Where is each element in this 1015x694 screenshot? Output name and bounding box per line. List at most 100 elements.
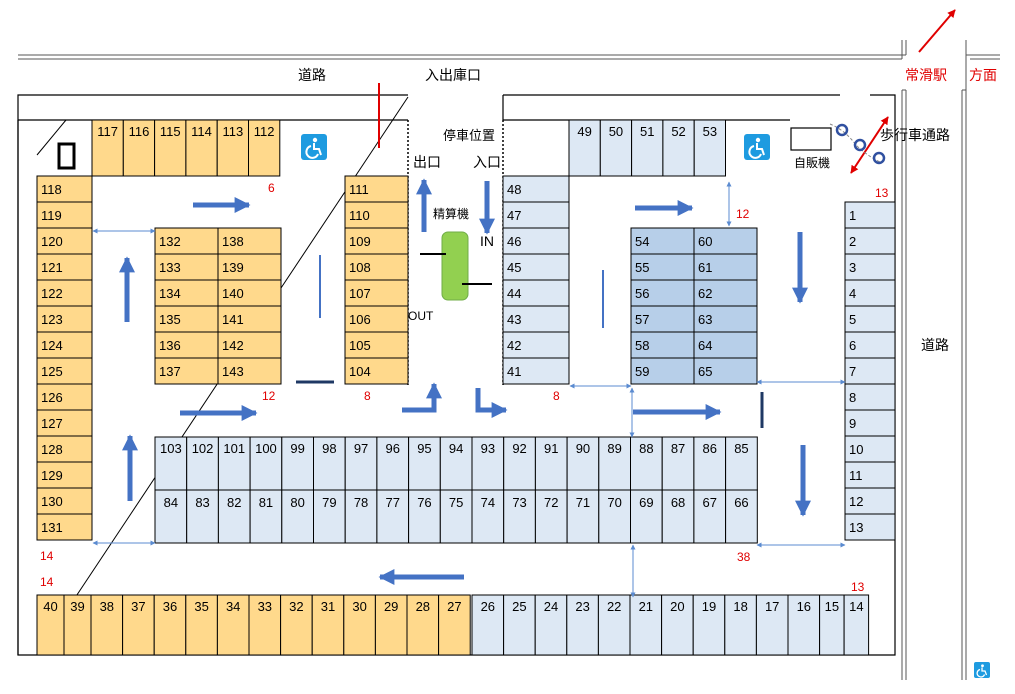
- parking-space-number: 63: [698, 312, 712, 327]
- parking-space-number: 11: [849, 468, 863, 483]
- parking-space-box: [154, 119, 187, 177]
- parking-space-box: [630, 436, 663, 491]
- parking-space: 48: [502, 175, 570, 203]
- parking-space-number: 118: [41, 182, 62, 197]
- parking-space-number: 104: [349, 364, 371, 379]
- parking-space-number: 139: [222, 260, 244, 275]
- parking-space: 53: [693, 119, 727, 177]
- traffic-flow-arrows: [118, 178, 812, 586]
- parking-space-number: 130: [41, 494, 63, 509]
- parking-space-box: [153, 594, 187, 656]
- parking-space-box: [844, 201, 896, 229]
- parking-space-number: 106: [349, 312, 371, 327]
- parking-space-box: [36, 305, 93, 333]
- parking-space: 51: [631, 119, 664, 177]
- parking-space-number: 99: [290, 441, 304, 456]
- dimension-arrows: [92, 181, 846, 598]
- parking-space-number: 44: [507, 286, 521, 301]
- parking-space-number: 110: [349, 208, 370, 223]
- parking-space-box: [503, 489, 536, 544]
- parking-space: 13: [844, 513, 896, 541]
- parking-space: 142: [217, 331, 282, 359]
- parking-space: 124: [36, 331, 93, 359]
- parking-space-box: [249, 436, 283, 491]
- parking-space: 106: [344, 305, 409, 333]
- parking-space-number: 131: [41, 520, 63, 535]
- parking-space-number: 138: [222, 234, 244, 249]
- parking-space: 119: [36, 201, 93, 229]
- parking-space: 131: [36, 513, 93, 541]
- parking-space: 77: [376, 489, 410, 544]
- parking-space-box: [599, 119, 633, 177]
- parking-space: 41: [502, 357, 570, 385]
- parking-space: 83: [186, 489, 219, 544]
- parking-space-number: 37: [131, 599, 145, 614]
- parking-space-number: 142: [222, 338, 244, 353]
- parking-space-box: [36, 383, 93, 411]
- parking-space-box: [725, 436, 758, 491]
- parking-space-box: [36, 201, 93, 229]
- parking-space: 60: [693, 227, 758, 255]
- parking-space: 89: [598, 436, 631, 491]
- parking-space-box: [154, 253, 219, 281]
- parking-space: 39: [63, 594, 92, 656]
- parking-space-number: 45: [507, 260, 521, 275]
- parking-space-number: 135: [159, 312, 181, 327]
- parking-space-number: 62: [698, 286, 712, 301]
- parking-space-number: 79: [322, 495, 336, 510]
- parking-space-number: 134: [159, 286, 181, 301]
- parking-space-box: [313, 489, 346, 544]
- exit-label: 出口: [413, 154, 441, 170]
- parking-space-number: 126: [41, 390, 63, 405]
- parking-space: 110: [344, 201, 409, 229]
- parking-space-number: 114: [191, 124, 212, 139]
- parking-space: 56: [630, 279, 695, 307]
- parking-space: 127: [36, 409, 93, 437]
- parking-space: 73: [503, 489, 536, 544]
- parking-space: 23: [566, 594, 599, 656]
- parking-space-box: [693, 227, 758, 255]
- parking-space-number: 112: [254, 124, 275, 139]
- in-label: IN: [480, 233, 494, 249]
- red-number: 12: [736, 207, 750, 221]
- parking-space-box: [844, 279, 896, 307]
- parking-space-box: [154, 227, 219, 255]
- parking-space-box: [406, 594, 440, 656]
- parking-space: 82: [217, 489, 251, 544]
- parking-space-number: 76: [417, 495, 431, 510]
- parking-space-number: 52: [671, 124, 685, 139]
- parking-space-box: [843, 594, 870, 656]
- parking-space: 115: [154, 119, 187, 177]
- payment-machine: [441, 231, 469, 301]
- parking-space-box: [630, 305, 695, 333]
- parking-space: 114: [185, 119, 218, 177]
- map-labels: 道路 入出庫口 常滑駅 方面 停車位置 出口 入口 精算機 IN OUT 自販機…: [40, 67, 997, 594]
- parking-space-number: 83: [195, 495, 209, 510]
- parking-space: 32: [280, 594, 313, 656]
- parking-space: 11: [844, 461, 896, 489]
- parking-space-box: [568, 119, 601, 177]
- parking-space-box: [661, 436, 695, 491]
- parking-space-number: 88: [639, 441, 653, 456]
- parking-space: 136: [154, 331, 219, 359]
- direction-label: 方面: [969, 67, 997, 83]
- parking-space-box: [344, 227, 409, 255]
- parking-space-number: 65: [698, 364, 712, 379]
- parking-space: 93: [471, 436, 505, 491]
- accessible-icon: [301, 134, 327, 160]
- parking-space-number: 90: [576, 441, 590, 456]
- parking-space: 112: [248, 119, 281, 177]
- parking-space-number: 32: [289, 599, 303, 614]
- parking-space: 125: [36, 357, 93, 385]
- parking-space-box: [819, 594, 845, 656]
- parking-space: 31: [311, 594, 345, 656]
- aisle-guides: [319, 255, 604, 328]
- parking-space-box: [154, 489, 188, 544]
- parking-space-number: 25: [512, 599, 526, 614]
- parking-space-number: 21: [639, 599, 653, 614]
- parking-space: 122: [36, 279, 93, 307]
- parking-space-box: [154, 331, 219, 359]
- parking-space-box: [217, 357, 282, 385]
- parking-space: 111: [344, 175, 409, 203]
- parking-space-box: [471, 594, 505, 656]
